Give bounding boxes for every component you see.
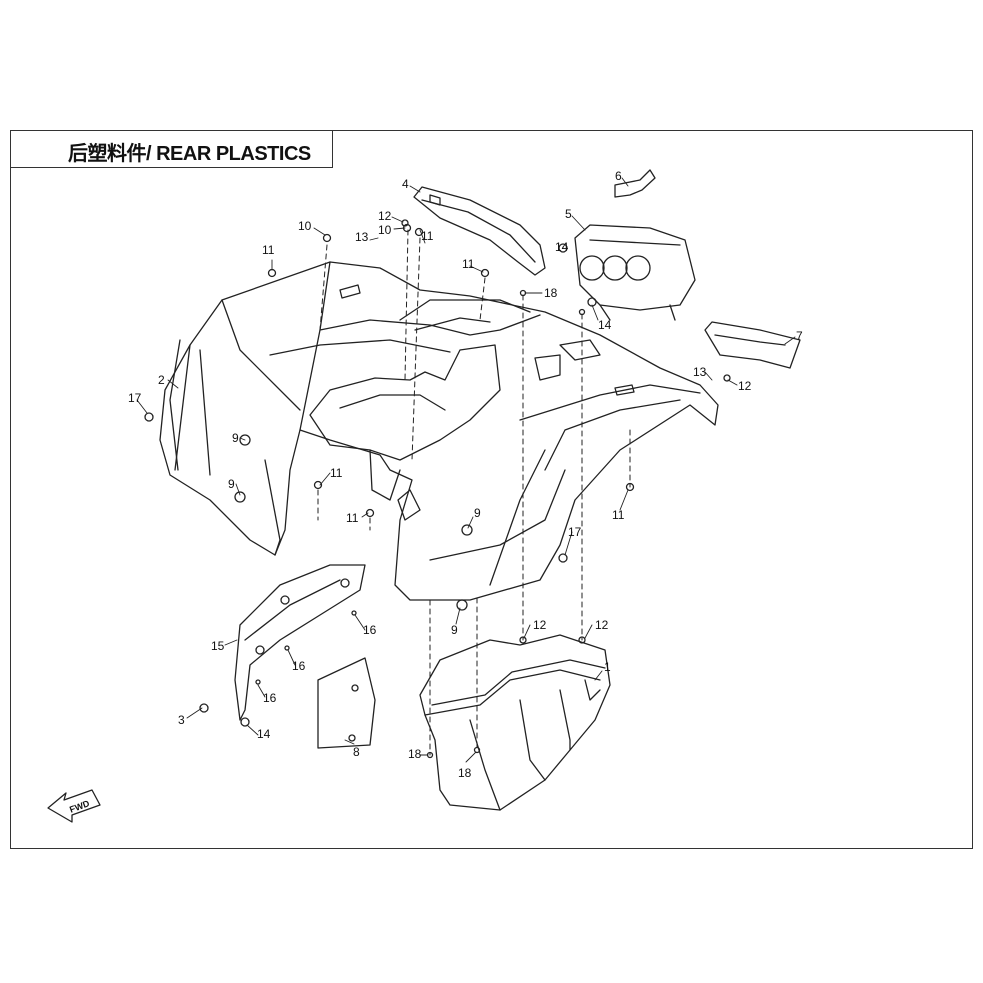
callout-16c: 16 [263,691,277,705]
callout-9a: 9 [232,431,239,445]
callout-14a: 14 [555,240,569,254]
callout-15: 15 [211,639,225,653]
callout-9c: 9 [474,506,481,520]
callout-8: 8 [353,745,360,759]
fwd-arrow-icon [47,789,101,823]
callout-11b: 11 [421,229,434,243]
callout-11f: 11 [612,508,625,522]
bracket-6 [614,169,656,198]
callout-10b: 10 [378,223,392,237]
callout-17b: 17 [568,525,582,539]
mud-flap [234,564,366,721]
callout-11e: 11 [346,511,359,525]
callout-13a: 13 [355,230,369,244]
callout-7: 7 [796,329,803,343]
callout-13b: 13 [693,365,707,379]
callout-18c: 18 [458,766,472,780]
callout-14b: 14 [598,318,612,332]
callout-9b: 9 [228,477,235,491]
callout-10a: 10 [298,219,312,233]
callout-1: 1 [604,660,611,674]
tail-light [574,224,696,321]
callout-16b: 16 [292,659,306,673]
callout-4: 4 [402,177,409,191]
callout-17a: 17 [128,391,142,405]
page-title: 后塑料件/ REAR PLASTICS [68,143,311,165]
plate-8 [317,657,376,749]
callout-18a: 18 [544,286,558,300]
callout-12b: 12 [533,618,547,632]
callout-16a: 16 [363,623,377,637]
callout-11c: 11 [462,257,475,271]
reflector-7 [704,321,801,369]
callout-12c: 12 [595,618,609,632]
assembly-lines [317,229,631,756]
leader-lines [136,177,796,763]
callout-labels: 1 2 3 4 5 6 7 8 9 9 9 9 10 10 11 11 11 1… [68,169,803,815]
drawing-frame [10,130,973,849]
callout-14c: 14 [257,727,271,741]
callout-6: 6 [615,169,622,183]
callout-2: 2 [158,373,165,387]
callout-18b: 18 [408,747,422,761]
inner-box [419,634,611,811]
callout-11a: 11 [262,243,275,257]
callout-3: 3 [178,713,185,727]
callout-11d: 11 [330,466,343,480]
rear-bracket-4 [413,186,546,276]
callout-12a: 12 [378,209,392,223]
rear-fender [159,261,719,601]
title-box [10,130,333,168]
callout-12d: 12 [738,379,752,393]
callout-5: 5 [565,207,572,221]
callout-9d: 9 [451,623,458,637]
